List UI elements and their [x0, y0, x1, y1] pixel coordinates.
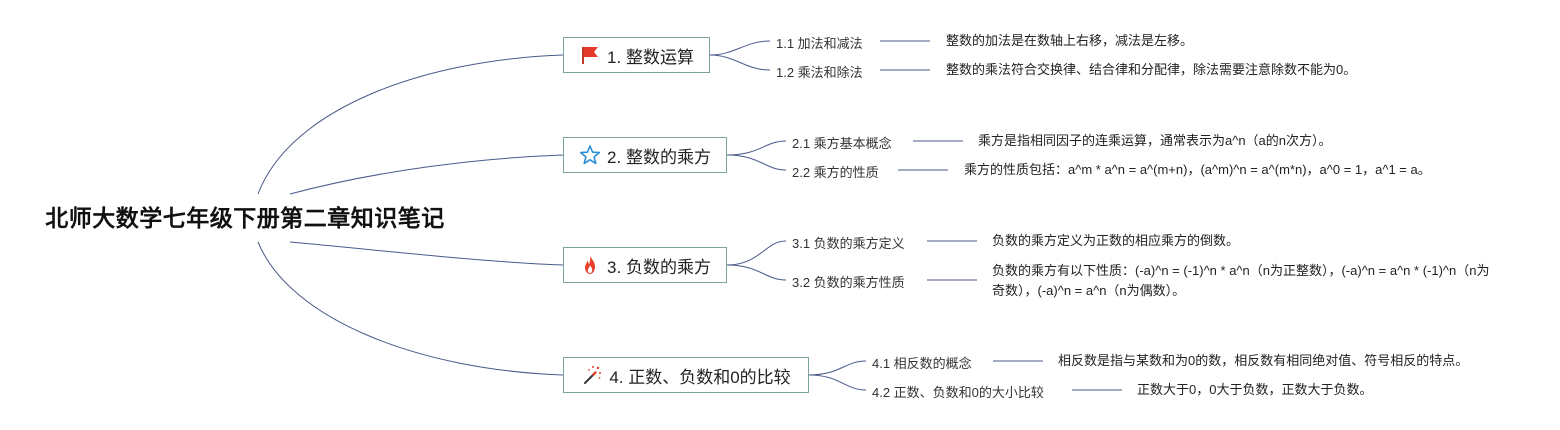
magic-wand-icon	[581, 364, 603, 386]
branch2-fork-bottom	[726, 154, 787, 171]
root-connector-2	[289, 154, 564, 195]
branch3-fork-bottom	[726, 264, 787, 281]
description-1-1: 整数的加法是在数轴上右移，减法是左移。	[946, 33, 1194, 48]
branch4-fork-bottom	[808, 374, 867, 391]
subtopic-3-1[interactable]: 3.1 负数的乘方定义	[792, 236, 905, 251]
description-4-2: 正数大于0，0大于负数，正数大于负数。	[1137, 382, 1373, 397]
subtopic-2-1[interactable]: 2.1 乘方基本概念	[792, 136, 892, 151]
branch-label-2: 2. 整数的乘方	[607, 147, 711, 167]
red-flag-icon	[579, 44, 601, 66]
branch-label-4: 4. 正数、负数和0的比较	[609, 367, 791, 387]
branch2-fork-top	[726, 140, 787, 156]
fire-icon	[579, 254, 601, 276]
root-connector-1	[257, 54, 564, 195]
branch1-fork-bottom	[709, 54, 771, 71]
branch4-fork-top	[808, 360, 867, 376]
subtopic-2-2[interactable]: 2.2 乘方的性质	[792, 165, 879, 180]
branch-topic-1[interactable]: 1. 整数运算	[563, 37, 710, 73]
subtopic-4-2[interactable]: 4.2 正数、负数和0的大小比较	[872, 385, 1044, 400]
branch-topic-3[interactable]: 3. 负数的乘方	[563, 247, 727, 283]
branch-label-1: 1. 整数运算	[607, 47, 694, 67]
root-topic[interactable]: 北师大数学七年级下册第二章知识笔记	[28, 196, 462, 240]
description-4-1: 相反数是指与某数和为0的数，相反数有相同绝对值、符号相反的特点。	[1058, 353, 1469, 368]
subtopic-4-1[interactable]: 4.1 相反数的概念	[872, 356, 972, 371]
star-outline-icon	[579, 144, 601, 166]
description-2-2: 乘方的性质包括：a^m * a^n = a^(m+n)，(a^m)^n = a^…	[964, 162, 1431, 177]
branch-label-3: 3. 负数的乘方	[607, 257, 711, 277]
description-3-1: 负数的乘方定义为正数的相应乘方的倒数。	[992, 233, 1240, 248]
description-1-2: 整数的乘法符合交换律、结合律和分配律，除法需要注意除数不能为0。	[946, 62, 1357, 77]
branch3-fork-top	[726, 240, 787, 266]
branch-topic-4[interactable]: 4. 正数、负数和0的比较	[563, 357, 809, 393]
subtopic-1-1[interactable]: 1.1 加法和减法	[776, 36, 863, 51]
subtopic-1-2[interactable]: 1.2 乘法和除法	[776, 65, 863, 80]
subtopic-3-2[interactable]: 3.2 负数的乘方性质	[792, 275, 905, 290]
description-2-1: 乘方是指相同因子的连乘运算，通常表示为a^n（a的n次方）。	[978, 133, 1332, 148]
root-connector-4	[257, 241, 564, 376]
description-3-2: 负数的乘方有以下性质：(-a)^n = (-1)^n * a^n（n为正整数），…	[992, 263, 1490, 298]
branch-topic-2[interactable]: 2. 整数的乘方	[563, 137, 727, 173]
branch1-fork-top	[709, 40, 771, 56]
root-connector-3	[289, 241, 564, 266]
